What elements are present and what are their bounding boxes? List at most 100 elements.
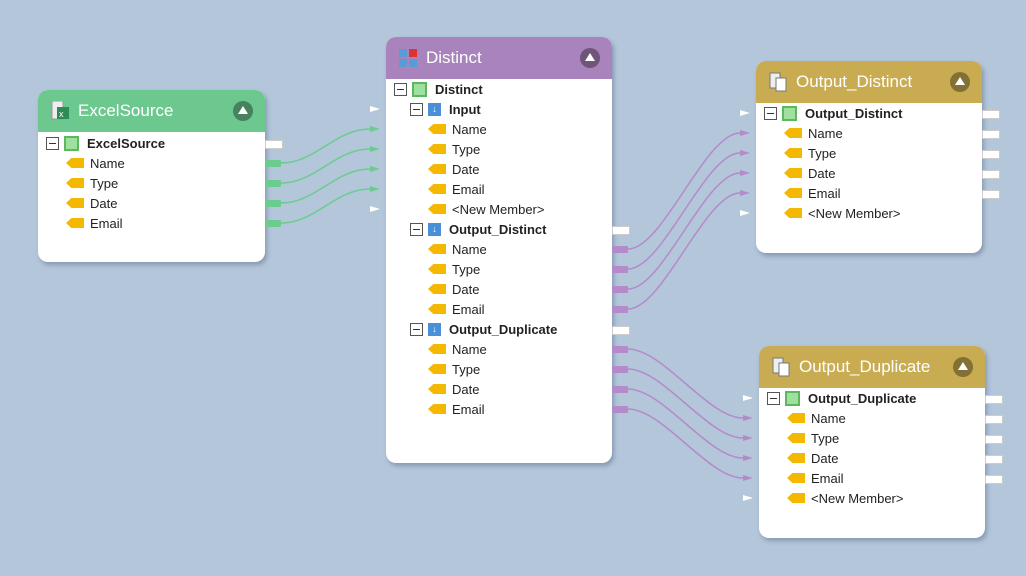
input-port-arrow[interactable] xyxy=(740,130,750,136)
root-row[interactable]: ExcelSource xyxy=(46,133,165,153)
collapse-toggle-icon[interactable] xyxy=(410,322,423,336)
field-row[interactable]: Name xyxy=(428,339,487,359)
input-port-arrow[interactable] xyxy=(740,190,750,196)
field-row[interactable]: Name xyxy=(66,153,125,173)
field-row[interactable]: <New Member> xyxy=(784,203,900,223)
group-row[interactable]: ↓Output_Distinct xyxy=(410,219,547,239)
field-row[interactable]: <New Member> xyxy=(787,488,903,508)
field-row[interactable]: Name xyxy=(428,239,487,259)
field-row[interactable]: Date xyxy=(428,159,479,179)
field-row[interactable]: Date xyxy=(66,193,117,213)
input-port-arrow[interactable] xyxy=(740,210,750,216)
output-port[interactable] xyxy=(985,395,1003,404)
collapse-button[interactable] xyxy=(953,357,973,377)
group-row[interactable]: ↓Input xyxy=(410,99,481,119)
field-row[interactable]: Email xyxy=(66,213,123,233)
output-port[interactable] xyxy=(985,475,1003,484)
group-row[interactable]: ↓Output_Duplicate xyxy=(410,319,557,339)
output-port[interactable] xyxy=(982,190,1000,199)
input-port-arrow[interactable] xyxy=(743,415,753,421)
output-port[interactable] xyxy=(982,170,1000,179)
output-port[interactable] xyxy=(985,435,1003,444)
field-row[interactable]: Type xyxy=(428,139,480,159)
wire xyxy=(627,388,744,459)
input-port-arrow[interactable] xyxy=(740,150,750,156)
field-row[interactable]: Date xyxy=(787,448,838,468)
output-port[interactable] xyxy=(982,110,1000,119)
field-row[interactable]: Type xyxy=(428,259,480,279)
output-port[interactable] xyxy=(612,246,628,253)
output-port[interactable] xyxy=(265,160,281,167)
collapse-toggle-icon[interactable] xyxy=(46,136,59,150)
field-row[interactable]: Email xyxy=(428,179,485,199)
field-row[interactable]: <New Member> xyxy=(428,199,544,219)
input-port-arrow[interactable] xyxy=(743,455,753,461)
field-row[interactable]: Date xyxy=(428,279,479,299)
node-header[interactable]: Distinct xyxy=(386,37,612,79)
input-port-arrow[interactable] xyxy=(743,495,753,501)
field-row[interactable]: Name xyxy=(428,119,487,139)
output-port[interactable] xyxy=(612,226,630,235)
root-row[interactable]: Output_Duplicate xyxy=(767,388,916,408)
field-row[interactable]: Email xyxy=(784,183,841,203)
field-row[interactable]: Date xyxy=(784,163,835,183)
collapse-toggle-icon[interactable] xyxy=(394,82,407,96)
input-port-arrow[interactable] xyxy=(743,475,753,481)
output-port[interactable] xyxy=(265,180,281,187)
field-row[interactable]: Email xyxy=(428,399,485,419)
field-row[interactable]: Type xyxy=(787,428,839,448)
input-port-arrow[interactable] xyxy=(370,106,380,112)
node-header[interactable]: Output_Duplicate xyxy=(759,346,985,388)
field-tag-icon xyxy=(428,184,446,194)
output-port[interactable] xyxy=(265,220,281,227)
output-port[interactable] xyxy=(985,455,1003,464)
field-row[interactable]: Name xyxy=(787,408,846,428)
output-port[interactable] xyxy=(982,130,1000,139)
output-port[interactable] xyxy=(612,286,628,293)
collapse-button[interactable] xyxy=(950,72,970,92)
field-tag-icon xyxy=(784,128,802,138)
output-port[interactable] xyxy=(265,140,283,149)
output-port[interactable] xyxy=(612,306,628,313)
field-row[interactable]: Type xyxy=(784,143,836,163)
field-row[interactable]: Type xyxy=(428,359,480,379)
output-port[interactable] xyxy=(612,386,628,393)
output-port[interactable] xyxy=(985,415,1003,424)
collapse-button[interactable] xyxy=(580,48,600,68)
input-port-arrow[interactable] xyxy=(370,166,380,172)
collapse-toggle-icon[interactable] xyxy=(767,391,780,405)
input-port-arrow[interactable] xyxy=(370,126,380,132)
collapse-toggle-icon[interactable] xyxy=(764,106,777,120)
collapse-toggle-icon[interactable] xyxy=(410,102,423,116)
field-row[interactable]: Email xyxy=(428,299,485,319)
input-port-arrow[interactable] xyxy=(743,435,753,441)
node-header[interactable]: Output_Distinct xyxy=(756,61,982,103)
field-tag-icon xyxy=(784,168,802,178)
collapse-toggle-icon[interactable] xyxy=(410,222,423,236)
field-row[interactable]: Name xyxy=(784,123,843,143)
output-port[interactable] xyxy=(265,200,281,207)
input-port-arrow[interactable] xyxy=(740,110,750,116)
input-port-arrow[interactable] xyxy=(743,395,753,401)
input-port-arrow[interactable] xyxy=(370,186,380,192)
field-row[interactable]: Date xyxy=(428,379,479,399)
input-port-arrow[interactable] xyxy=(740,170,750,176)
field-row[interactable]: Type xyxy=(66,173,118,193)
collapse-button[interactable] xyxy=(233,101,253,121)
input-port-arrow[interactable] xyxy=(370,146,380,152)
field-row[interactable]: Email xyxy=(787,468,844,488)
root-row[interactable]: Distinct xyxy=(394,79,483,99)
output-port[interactable] xyxy=(982,150,1000,159)
output-port[interactable] xyxy=(612,326,630,335)
output-port[interactable] xyxy=(612,366,628,373)
root-row[interactable]: Output_Distinct xyxy=(764,103,903,123)
output-port[interactable] xyxy=(612,406,628,413)
output-port[interactable] xyxy=(612,346,628,353)
output-port[interactable] xyxy=(612,266,628,273)
input-port-arrow[interactable] xyxy=(370,206,380,212)
